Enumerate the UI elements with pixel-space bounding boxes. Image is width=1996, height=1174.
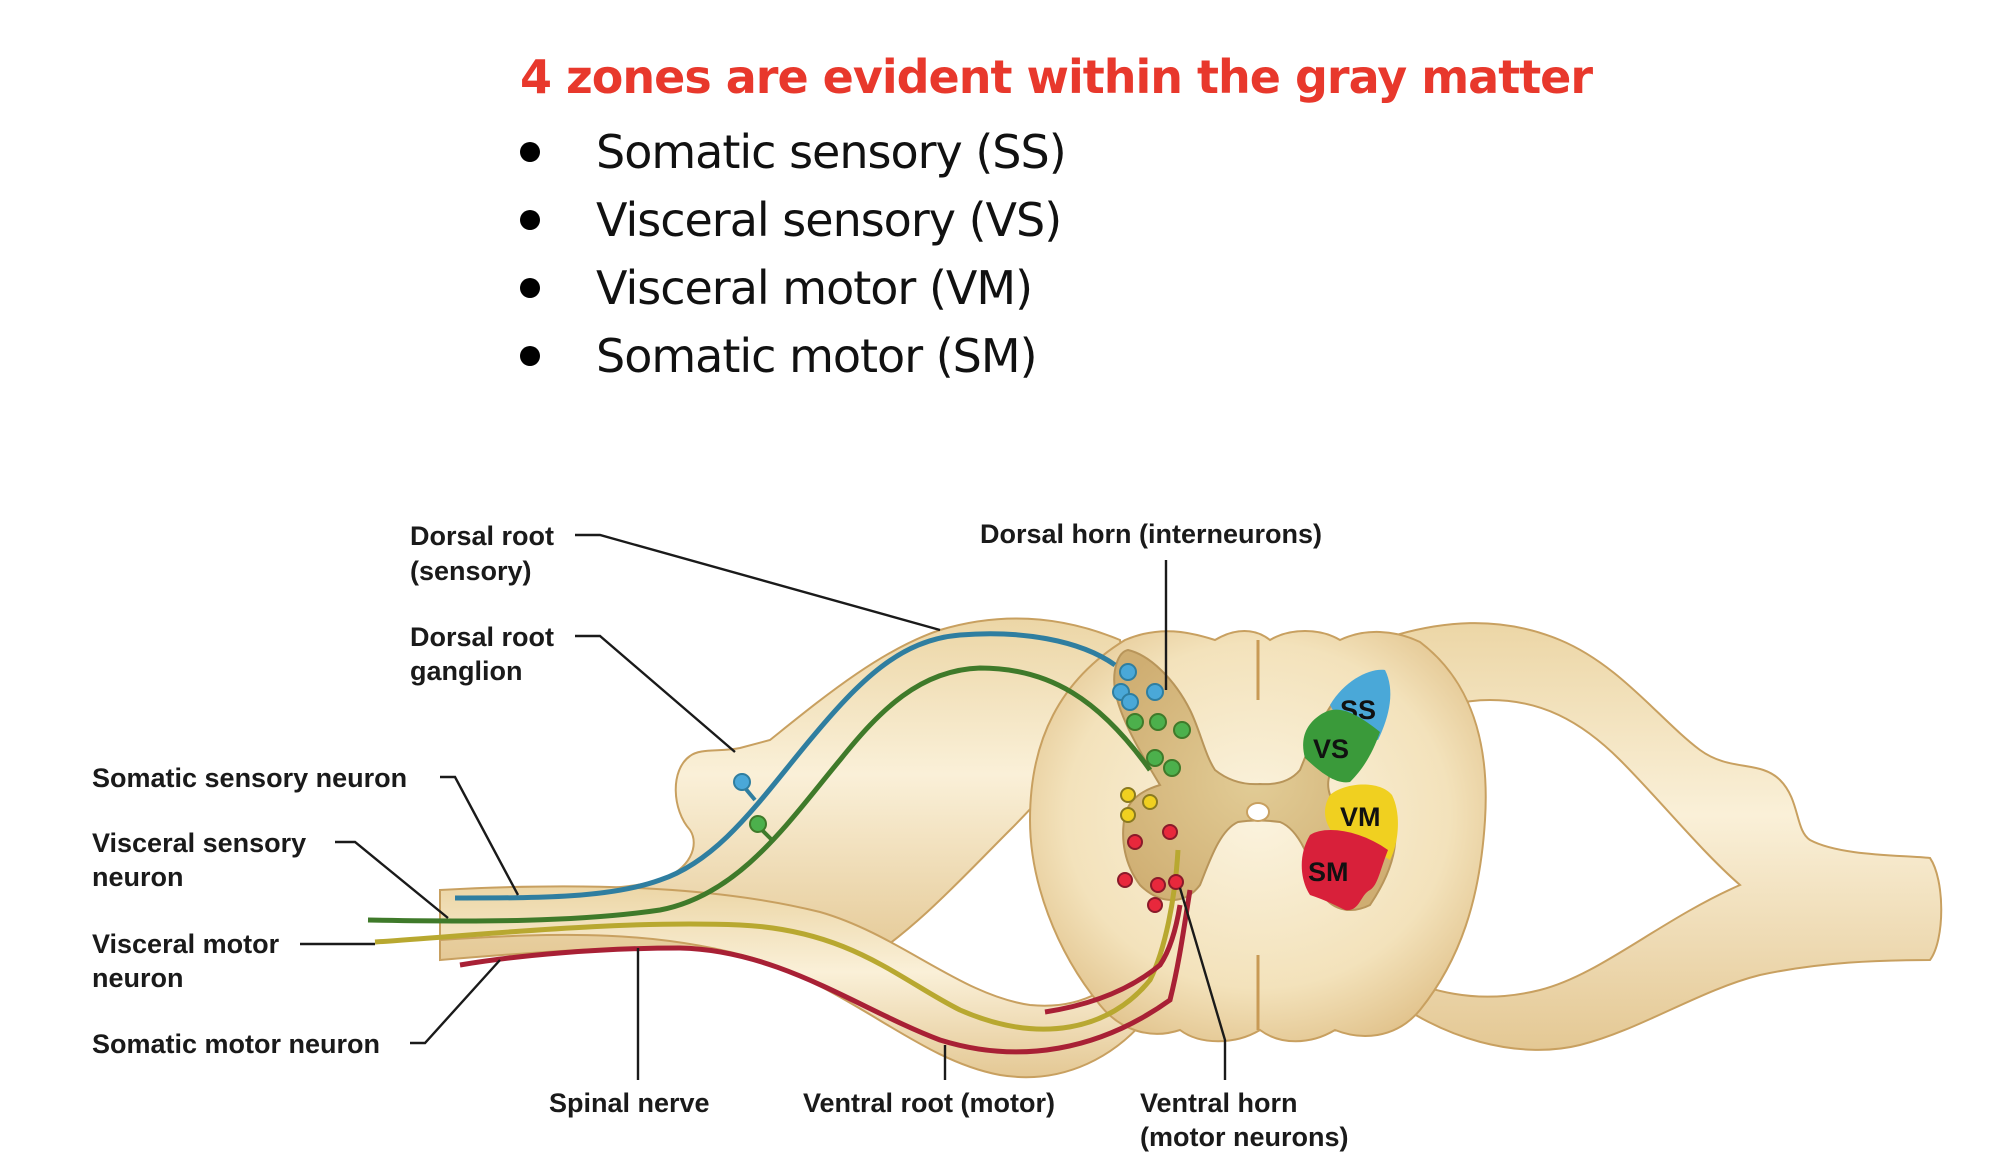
vs-ganglion-stalk [760, 828, 774, 842]
label-ventral-horn-sub: (motor neurons) [1140, 1122, 1349, 1152]
right-dorsal-root [1357, 622, 1943, 1051]
label-visceral-motor-sub: neuron [92, 963, 184, 993]
label-dorsal-root: Dorsal root [410, 521, 554, 551]
bullet-item: Somatic motor (SM) [520, 322, 1066, 390]
bullet-text: Visceral motor (VM) [596, 261, 1033, 315]
somatic-motor-cell-body [1168, 874, 1184, 890]
somatic-sensory-cell-body [733, 773, 751, 791]
somatic-motor-neuron-fiber [459, 889, 1193, 1055]
bullet-text: Somatic sensory (SS) [596, 125, 1067, 179]
interneuron-vs [1126, 713, 1144, 731]
zone-vm-label: VM [1340, 802, 1381, 832]
label-ventral-horn: Ventral horn [1140, 1088, 1298, 1118]
label-visceral-sensory-sub: neuron [92, 862, 184, 892]
bullet-dot-icon [520, 210, 540, 230]
bullet-item: Visceral motor (VM) [520, 254, 1066, 322]
leader-visceral-sensory [335, 840, 449, 919]
bullet-dot-icon [520, 346, 540, 366]
label-visceral-motor: Visceral motor [92, 929, 280, 959]
somatic-motor-neuron-fiber-2 [1044, 904, 1183, 1015]
bullet-dot-icon [520, 278, 540, 298]
label-somatic-sensory-neuron: Somatic sensory neuron [92, 763, 407, 793]
bullet-item: Somatic sensory (SS) [520, 118, 1067, 186]
somatic-motor-cell-body [1117, 872, 1133, 888]
zone-sm: SM [1301, 830, 1388, 911]
interneuron-ss [1146, 683, 1164, 701]
ss-ganglion-stalk [743, 786, 757, 802]
label-drg-sub: ganglion [410, 656, 522, 686]
zone-bullet-list: Somatic sensory (SS) Visceral sensory (V… [520, 118, 1067, 390]
interneuron-ss [1119, 663, 1137, 681]
bullet-text: Somatic motor (SM) [596, 329, 1038, 383]
visceral-sensory-neuron-fiber [367, 665, 1153, 924]
interneuron-vs [1173, 721, 1191, 739]
dorsal-horn-interneurons [1112, 663, 1191, 777]
zone-vs-region [1303, 709, 1380, 783]
label-dorsal-root-sub: (sensory) [410, 556, 532, 586]
neuron-fibers [367, 631, 1193, 1055]
zone-sm-label: SM [1308, 857, 1349, 887]
visceral-motor-cell-body [1120, 787, 1136, 803]
leader-somatic-sensory [440, 775, 520, 896]
zone-vm-region [1325, 784, 1398, 860]
leader-somatic-motor [410, 959, 501, 1045]
somatic-sensory-neuron-fiber [454, 631, 1117, 901]
zone-sm-region [1301, 830, 1388, 911]
label-dorsal-horn: Dorsal horn (interneurons) [980, 519, 1322, 549]
label-drg: Dorsal root [410, 622, 554, 652]
ganglion-cell-bodies [733, 773, 774, 842]
visceral-sensory-cell-body [749, 815, 767, 833]
leader-dorsal-root [575, 533, 941, 632]
bullet-item: Visceral sensory (VS) [520, 186, 1066, 254]
interneuron-vs [1146, 749, 1164, 767]
leader-lines [300, 533, 1227, 1080]
ventral-horn-motor-neurons [1117, 787, 1184, 913]
bullet-dot-icon [520, 142, 540, 162]
zone-vs: VS [1303, 709, 1380, 783]
somatic-motor-cell-body [1162, 824, 1178, 840]
bullet-text: Visceral sensory (VS) [596, 193, 1062, 247]
label-visceral-sensory: Visceral sensory [92, 828, 306, 858]
label-spinal-nerve: Spinal nerve [549, 1088, 710, 1118]
central-canal [1246, 802, 1270, 822]
label-ventral-root: Ventral root (motor) [803, 1088, 1055, 1118]
somatic-motor-cell-body [1127, 834, 1143, 850]
zone-vm: VM [1325, 784, 1398, 860]
visceral-motor-cell-body [1120, 807, 1136, 823]
label-somatic-motor-neuron: Somatic motor neuron [92, 1029, 380, 1059]
zone-vs-label: VS [1313, 734, 1349, 764]
leader-drg [575, 634, 736, 753]
leader-ventral-horn [1178, 887, 1227, 1080]
slide-title: 4 zones are evident within the gray matt… [520, 50, 1593, 104]
visceral-motor-cell-body [1142, 794, 1158, 810]
somatic-motor-cell-body [1150, 877, 1166, 893]
interneuron-vs [1163, 759, 1181, 777]
interneuron-vs [1149, 713, 1167, 731]
right-nerve-roots [1357, 622, 1943, 1051]
interneuron-ss [1121, 693, 1139, 711]
somatic-motor-cell-body [1147, 897, 1163, 913]
